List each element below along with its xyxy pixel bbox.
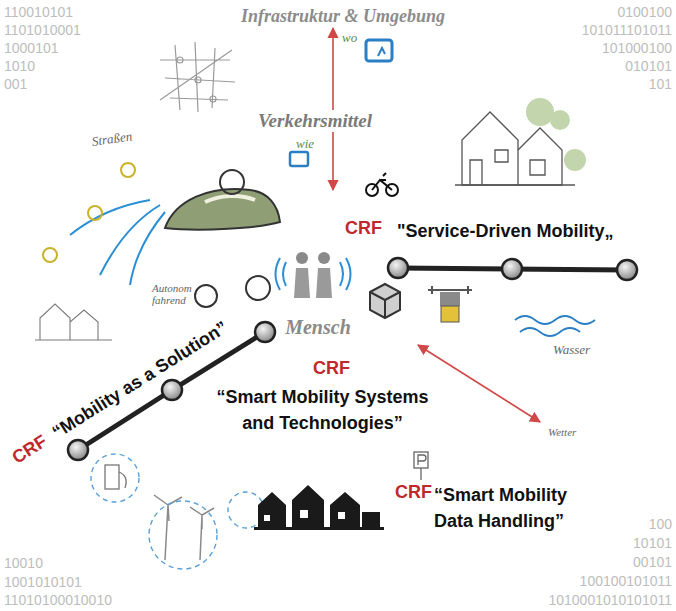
binary-digits: 010101 (625, 58, 672, 74)
bicycle-icon (366, 173, 398, 196)
autonomous-car (165, 189, 280, 230)
charging-sketch (105, 465, 126, 489)
binary-digits: 1001010101 (4, 574, 82, 590)
circle-heading: Mensch (280, 316, 356, 339)
crf-field-title: “Mobility as a Solution” (47, 315, 232, 445)
binary-digits: 1010 (4, 58, 35, 74)
sketch-note: wo (342, 30, 357, 46)
sketch-note: Straßen (91, 128, 133, 149)
sketch-note: Autonom fahrend (152, 282, 212, 306)
binary-digits: 1010001010101011 (548, 592, 672, 608)
binary-digits: 10101 (633, 535, 672, 551)
wind-turbine (154, 495, 214, 560)
binary-digits: 11010100010010 (4, 592, 112, 608)
sketch-note: Wasser (553, 342, 590, 358)
crf-field-title: "Service-Driven Mobility„ (397, 218, 614, 244)
sketch-note: Wetter (548, 426, 576, 438)
tablet-icon (290, 40, 392, 166)
signal-swoosh (70, 200, 165, 285)
crf-tag: CRF (345, 218, 382, 239)
circle-heading: Verkehrsmittel (253, 110, 377, 132)
binary-digits: 101000100 (602, 40, 672, 56)
tree-sketch (526, 98, 586, 171)
binary-digits: 1000101 (4, 40, 59, 56)
crf-field-title: “Smart Mobility Systems and Technologies… (200, 384, 445, 436)
people-icon (276, 252, 351, 298)
drone-icon (428, 286, 472, 322)
crf-tag: CRF (395, 482, 432, 503)
house-silhouette (254, 485, 384, 530)
binary-digits: 00101 (633, 554, 672, 570)
binary-digits: 100 (649, 516, 672, 532)
binary-digits: 1101010001 (4, 22, 81, 38)
binary-digits: 101 (649, 76, 672, 92)
binary-digits: 100100101011 (580, 573, 672, 589)
package-icon (370, 284, 400, 318)
crf-tag: CRF (8, 430, 50, 468)
binary-digits: 001 (4, 76, 27, 92)
binary-digits: 0100100 (617, 4, 672, 20)
house-sketch (35, 304, 112, 340)
sketch-note: wie (296, 136, 314, 152)
water-waves (515, 316, 595, 336)
crf-tag: CRF (313, 358, 350, 379)
binary-digits: 110010101 (4, 4, 73, 20)
binary-digits: 10010 (4, 555, 43, 571)
binary-digits: 101011101011 (582, 22, 672, 38)
network-map (160, 42, 235, 112)
sign-circle (43, 163, 270, 307)
crf-field-title: “Smart Mobility Data Handling” (434, 482, 599, 534)
parking-sign (414, 452, 428, 480)
ring-title: Infrastruktur & Umgebung (236, 6, 450, 27)
zone-circle (91, 454, 264, 569)
